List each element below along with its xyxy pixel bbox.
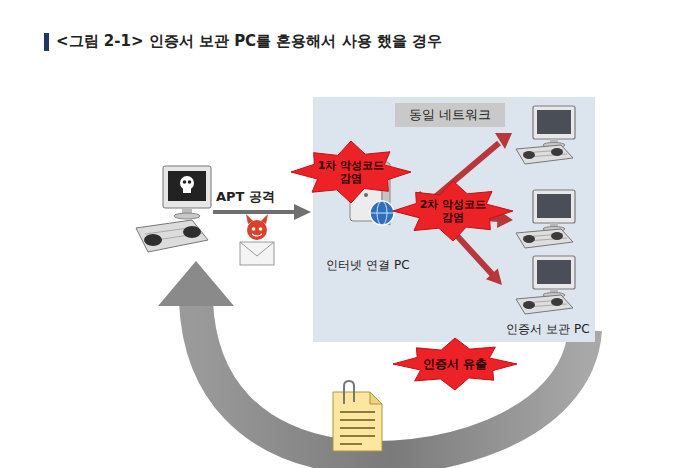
infection-burst: 2차 악성코드 감염 <box>393 181 513 241</box>
malicious-mail <box>240 214 274 265</box>
figure-title: <그림 2-1> 인증서 보관 PC를 혼용해서 사용 했을 경우 <box>56 32 442 51</box>
hacker-pc <box>136 166 211 252</box>
burst-text: 인증서 유출 <box>423 357 487 371</box>
network-region: 동일 네트워크 1차 악성코드 감염인터넷 연결 PC 2차 악성코드 감염인증서 … <box>313 97 595 342</box>
burst-text: 1차 악성코드 감염 <box>315 159 387 185</box>
region-heading: 동일 네트워크 <box>395 103 505 127</box>
attack-arrow <box>213 204 311 220</box>
pc-icon <box>513 255 583 315</box>
burst-text: 2차 악성코드 감염 <box>417 198 489 224</box>
leaked-document <box>333 381 382 451</box>
certificate-pc: 인증서 보관 PC <box>502 255 594 338</box>
node-label: 인증서 보관 PC <box>506 321 589 338</box>
node-label: 인터넷 연결 PC <box>326 257 409 274</box>
infection-burst: 1차 악성코드 감염 <box>291 141 411 203</box>
title-bar <box>44 33 49 51</box>
attack-label: APT 공격 <box>216 188 275 206</box>
leak-burst: 인증서 유출 <box>393 338 517 390</box>
